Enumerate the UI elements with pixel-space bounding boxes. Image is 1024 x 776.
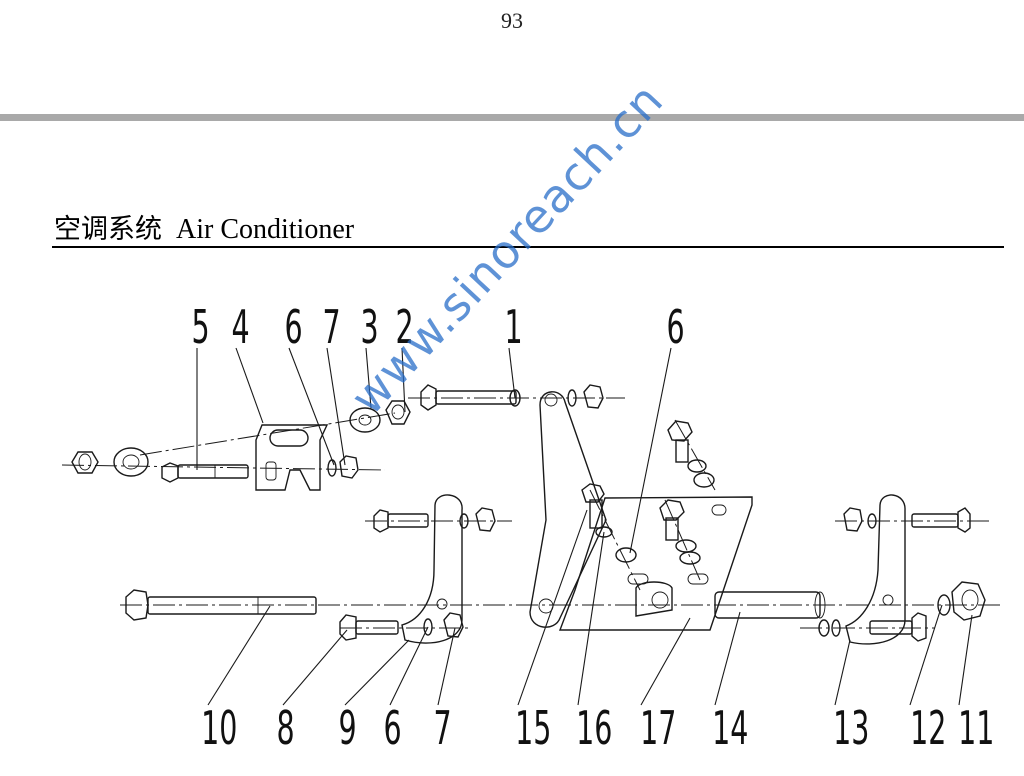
callout-4: 4 <box>232 301 250 355</box>
callout-17: 17 <box>640 702 676 756</box>
callout-6b: 6 <box>667 301 685 355</box>
section-title: 空调系统 Air Conditioner <box>54 207 354 246</box>
assembly-axes <box>61 397 1000 629</box>
link-arm-and-plate <box>529 391 753 631</box>
callout-7b: 7 <box>434 702 452 756</box>
callout-9: 9 <box>339 702 357 756</box>
spacer-tube-14 <box>714 591 826 619</box>
callouts-bottom: 10 8 9 6 7 15 16 17 14 13 12 11 <box>201 702 994 756</box>
callout-3: 3 <box>361 301 379 355</box>
callout-11: 11 <box>958 702 994 756</box>
upper-bolt-1 <box>420 384 604 411</box>
section-title-chinese: 空调系统 <box>54 214 162 245</box>
callout-14: 14 <box>712 702 748 756</box>
long-bolt-10 <box>125 589 317 621</box>
callout-13: 13 <box>833 702 869 756</box>
callout-6: 6 <box>285 301 303 355</box>
plate-bolts <box>581 420 715 565</box>
callout-6c: 6 <box>384 702 402 756</box>
callout-16: 16 <box>576 702 612 756</box>
callouts-top: 5 4 6 7 3 2 1 6 <box>192 301 685 355</box>
page-number: 93 <box>501 8 523 33</box>
callout-12: 12 <box>910 702 946 756</box>
upper-left-hardware <box>71 400 411 491</box>
header-divider <box>0 114 1024 121</box>
right-bracket-13 <box>818 494 986 645</box>
callout-7: 7 <box>323 301 341 355</box>
callout-2: 2 <box>396 301 414 355</box>
left-bracket-9 <box>339 494 496 644</box>
callout-10: 10 <box>201 702 237 756</box>
section-title-english: Air Conditioner <box>176 214 355 245</box>
callout-8: 8 <box>277 702 295 756</box>
leader-lines <box>196 347 973 706</box>
callout-5: 5 <box>192 301 210 355</box>
callout-15: 15 <box>515 702 551 756</box>
callout-1: 1 <box>505 301 523 355</box>
title-underline <box>52 246 1004 248</box>
